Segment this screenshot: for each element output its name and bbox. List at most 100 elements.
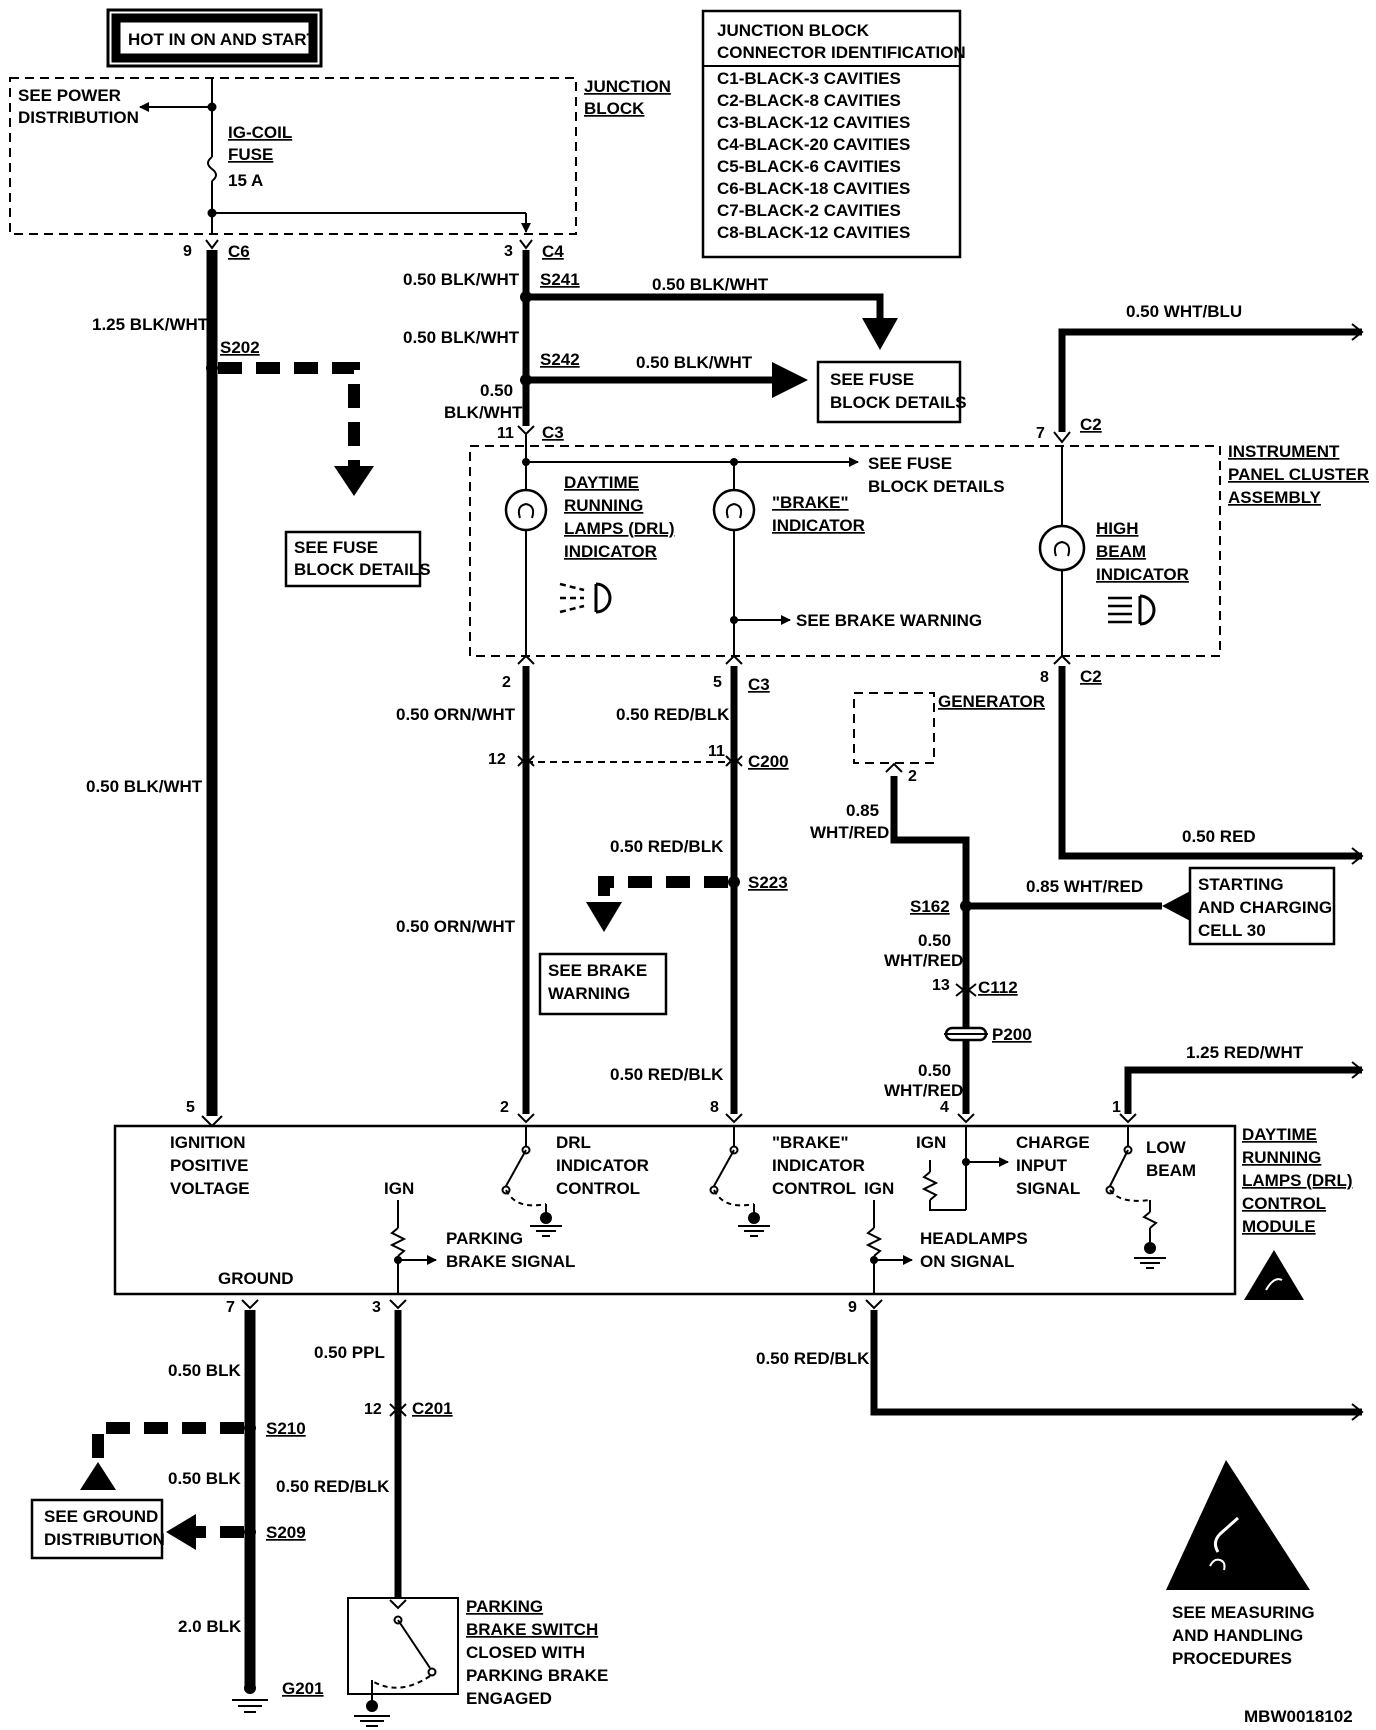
charge-input-label: INPUT xyxy=(1016,1156,1068,1175)
see-ground-distribution-label: DISTRIBUTION xyxy=(44,1530,165,1549)
esd-handling-icon xyxy=(1166,1460,1310,1590)
ign-label: IGN xyxy=(916,1133,946,1152)
wire-0-50-red-label: 0.50 RED xyxy=(1182,827,1256,846)
c2-connector-label: C2 xyxy=(1080,415,1102,434)
c3-connector-label: C3 xyxy=(542,423,564,442)
wire-1-25-blk-wht-label: 1.25 BLK/WHT xyxy=(92,315,209,334)
c201-pin: 12 xyxy=(364,1401,382,1418)
c200-pin: 12 xyxy=(488,751,506,768)
module-pin: 7 xyxy=(226,1299,235,1316)
generator-circuit: GENERATOR 2 0.85 WHT/RED S162 0.85 WHT/R… xyxy=(810,692,1336,1124)
generator-label: GENERATOR xyxy=(938,692,1045,711)
parking-brake-wire: 0.50 PPL 12 C201 0.50 RED/BLK PARKING BR… xyxy=(276,1310,608,1727)
wire-0-50-label: 0.50 xyxy=(918,931,951,950)
wire-0-50-blk-wht-label: 0.50 BLK/WHT xyxy=(403,328,520,347)
high-beam-feed-wire: 0.50 WHT/BLU 7 C2 xyxy=(1036,302,1364,444)
see-fuse-block-box: SEE FUSE BLOCK DETAILS xyxy=(816,360,967,424)
junction-block-label: JUNCTION xyxy=(584,77,671,96)
see-brake-warning-label: WARNING xyxy=(548,984,630,1003)
low-beam-label: LOW xyxy=(1146,1138,1187,1157)
ignition-positive-label: POSITIVE xyxy=(170,1156,248,1175)
drl-indicator-label: INDICATOR xyxy=(564,542,657,561)
parking-brake-switch-label: PARKING xyxy=(466,1597,543,1616)
ignition-positive-label: VOLTAGE xyxy=(170,1179,250,1198)
brake-control-label: INDICATOR xyxy=(772,1156,865,1175)
see-measuring-label: PROCEDURES xyxy=(1172,1649,1292,1668)
charge-input-circuit-icon xyxy=(921,1126,1009,1211)
junction-table-row: C3-BLACK-12 CAVITIES xyxy=(717,113,910,132)
parking-signal-circuit-icon xyxy=(389,1200,437,1294)
p200-label: P200 xyxy=(992,1025,1032,1044)
headlamps-signal-label: ON SIGNAL xyxy=(920,1252,1014,1271)
high-beam-symbol-icon xyxy=(1108,594,1156,626)
esd-warning-icon xyxy=(1244,1250,1304,1300)
generator-pin: 2 xyxy=(908,768,917,785)
ipc-feed-wire: 3 C4 0.50 BLK/WHT 0.50 BLK/WHT 0.50 BLK/… xyxy=(403,239,967,442)
wire-wht-red-label: WHT/RED xyxy=(884,1081,963,1100)
parking-brake-switch-label: CLOSED WITH xyxy=(466,1643,585,1662)
junction-table-title: JUNCTION BLOCK xyxy=(717,21,870,40)
module-pin: 9 xyxy=(848,1299,857,1316)
headlamps-signal-circuit-icon xyxy=(865,1200,913,1294)
see-fuse-block-label: BLOCK DETAILS xyxy=(868,477,1005,496)
see-ground-distribution-box: SEE GROUND DISTRIBUTION xyxy=(30,1498,165,1560)
ig-coil-fuse-label: FUSE xyxy=(228,145,273,164)
high-beam-bulb-icon xyxy=(1038,524,1086,656)
s242-splice-label: S242 xyxy=(540,350,580,369)
brake-control-label: CONTROL xyxy=(772,1179,856,1198)
see-fuse-block-label: SEE FUSE xyxy=(294,538,378,557)
generator-box xyxy=(853,692,935,764)
headlamp-symbol-icon xyxy=(559,582,612,614)
drl-control-switch-icon xyxy=(501,1126,562,1237)
c6-connector-label: C6 xyxy=(228,242,250,261)
module-pin: 5 xyxy=(186,1099,195,1116)
see-measuring-label: AND HANDLING xyxy=(1172,1626,1303,1645)
drl-indicator-label: DAYTIME xyxy=(564,473,639,492)
c200-connector xyxy=(517,755,743,767)
ig-coil-fuse-label: IG-COIL xyxy=(228,123,292,142)
see-fuse-block-box: SEE FUSE BLOCK DETAILS xyxy=(284,530,431,588)
ipc-label: INSTRUMENT xyxy=(1228,442,1340,461)
junction-table-subtitle: CONNECTOR IDENTIFICATION xyxy=(717,43,966,62)
ipc-label: PANEL CLUSTER xyxy=(1228,465,1369,484)
parking-brake-switch-label: BRAKE SWITCH xyxy=(466,1620,598,1639)
c3-connector-label: C3 xyxy=(748,675,770,694)
high-beam-label: INDICATOR xyxy=(1096,565,1189,584)
brake-control-label: "BRAKE" xyxy=(772,1133,849,1152)
parking-brake-switch-icon xyxy=(347,1597,459,1727)
c4-pin: 3 xyxy=(504,243,513,260)
c3-pin: 11 xyxy=(497,425,514,442)
charge-input-label: CHARGE xyxy=(1016,1133,1090,1152)
fuse-rating: 15 A xyxy=(228,171,263,190)
junction-table-row: C5-BLACK-6 CAVITIES xyxy=(717,157,901,176)
brake-out-pin: 5 xyxy=(713,674,722,691)
brake-control-switch-icon xyxy=(709,1126,770,1237)
c6-pin: 9 xyxy=(183,243,192,260)
wire-0-50-orn-wht-label: 0.50 ORN/WHT xyxy=(396,917,516,936)
high-beam-label: BEAM xyxy=(1096,542,1146,561)
wire-wht-red-label: WHT/RED xyxy=(810,823,889,842)
wire-0-85-wht-red-label: 0.85 WHT/RED xyxy=(1026,877,1143,896)
starting-charging-label: CELL 30 xyxy=(1198,921,1266,940)
module-label: MODULE xyxy=(1242,1217,1316,1236)
headlamps-signal-label: HEADLAMPS xyxy=(920,1229,1028,1248)
junction-block: JUNCTION BLOCK SEE POWER DISTRIBUTION IG… xyxy=(9,77,671,235)
wire-0-50-red-blk-label: 0.50 RED/BLK xyxy=(276,1477,390,1496)
drl-indicator-bulb-icon xyxy=(504,488,548,656)
parking-brake-switch-label: ENGAGED xyxy=(466,1689,552,1708)
wire-0-50-red-blk-label: 0.50 RED/BLK xyxy=(756,1349,870,1368)
wire-blk-wht-label: BLK/WHT xyxy=(444,403,523,422)
low-beam-switch-icon xyxy=(1105,1126,1166,1269)
headlamps-signal-wire: 0.50 RED/BLK xyxy=(756,1310,1364,1421)
junction-block-label: BLOCK xyxy=(584,99,645,118)
see-brake-warning-label: SEE BRAKE xyxy=(548,961,647,980)
fuse-icon xyxy=(207,156,217,182)
ignition-feed-wire: 9 C6 S202 1.25 BLK/WHT 0.50 BLK/WHT SEE … xyxy=(86,239,431,1128)
c4-connector-label: C4 xyxy=(542,242,564,261)
g201-label: G201 xyxy=(282,1679,324,1698)
module-pin: 3 xyxy=(372,1299,381,1316)
wire-0-50-blk-label: 0.50 BLK xyxy=(168,1469,241,1488)
junction-table-row: C4-BLACK-20 CAVITIES xyxy=(717,135,910,154)
wire-0-50-red-blk-label: 0.50 RED/BLK xyxy=(610,837,724,856)
